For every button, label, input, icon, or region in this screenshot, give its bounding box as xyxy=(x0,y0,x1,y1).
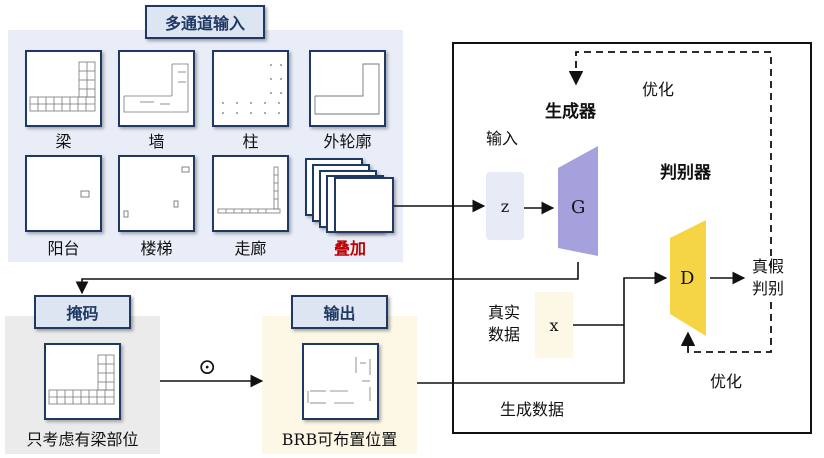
masked-beam-icon xyxy=(48,354,115,405)
feedback-loop-bottom xyxy=(680,302,772,353)
generated-data-label: 生成数据 xyxy=(500,400,565,419)
channel-label-outline: 外轮廓 xyxy=(323,132,372,151)
thumb-balcony xyxy=(25,155,102,232)
latent-z-box: z xyxy=(486,172,524,240)
thumb-corridor xyxy=(212,155,289,232)
output-caption: BRB可布置位置 xyxy=(281,430,398,449)
optimize-label-bottom: 优化 xyxy=(710,372,743,391)
outline-plan-icon xyxy=(314,63,380,115)
arrow-g-to-mask xyxy=(75,262,579,295)
thumb-stair xyxy=(118,155,195,232)
input-panel-title: 多通道输入 xyxy=(145,5,265,39)
input-label: 输入 xyxy=(486,129,519,148)
balcony-plan-icon xyxy=(80,190,90,198)
verdict-label: 真假 判别 xyxy=(752,257,785,298)
generator-shape xyxy=(558,146,598,256)
mask-panel-title: 掩码 xyxy=(34,295,131,329)
x-label: x xyxy=(549,315,559,335)
arrow-output-to-d xyxy=(417,271,668,384)
thumb-wall xyxy=(118,50,195,127)
discriminator-d-label: D xyxy=(680,268,695,289)
generator-g-label: G xyxy=(571,197,586,218)
optimize-label-top: 优化 xyxy=(642,80,675,99)
thumb-outline xyxy=(309,50,386,127)
channel-label-balcony: 阳台 xyxy=(47,239,80,258)
channel-label-wall: 墙 xyxy=(148,132,165,151)
elementwise-product-symbol: ⊙ xyxy=(198,355,217,380)
beam-plan-icon xyxy=(29,61,96,112)
discriminator-title: 判别器 xyxy=(660,163,711,183)
column-plan-icon xyxy=(222,64,282,114)
wall-plan-icon xyxy=(123,63,189,113)
channel-label-stair: 楼梯 xyxy=(140,239,173,258)
brb-location-icon xyxy=(307,357,371,404)
output-thumb xyxy=(302,343,379,420)
channel-label-corridor: 走廊 xyxy=(234,239,267,258)
real-data-label: 真实 数据 xyxy=(488,303,521,344)
channel-label-column: 柱 xyxy=(242,132,259,151)
mask-caption: 只考虑有梁部位 xyxy=(26,430,139,449)
z-label: z xyxy=(500,196,510,216)
corridor-plan-icon xyxy=(217,166,281,214)
feedback-loop-top xyxy=(568,51,772,268)
discriminator-shape xyxy=(670,220,706,336)
stack-label: 叠加 xyxy=(333,239,366,258)
channel-label-beam: 梁 xyxy=(55,132,72,151)
thumb-beam xyxy=(25,50,102,127)
mask-thumb xyxy=(44,343,121,420)
real-x-box: x xyxy=(535,292,573,358)
stack-layer xyxy=(334,177,394,233)
stair-plan-icon xyxy=(123,166,190,218)
thumb-column xyxy=(212,50,289,127)
generator-title: 生成器 xyxy=(545,102,596,122)
output-panel-title: 输出 xyxy=(291,295,388,329)
